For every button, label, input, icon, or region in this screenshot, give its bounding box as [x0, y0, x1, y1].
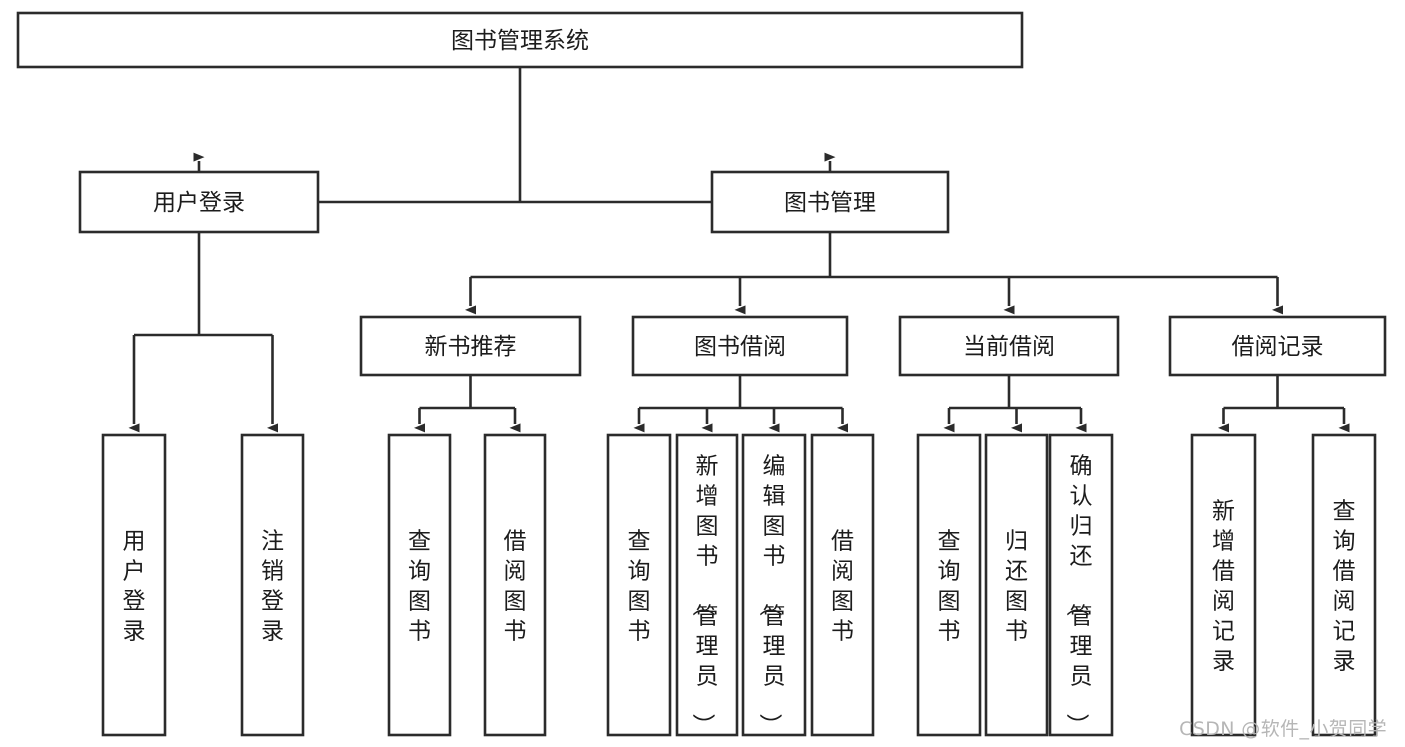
node-layer: 图书管理系统用户登录图书管理新书推荐图书借阅当前借阅借阅记录用户登录注销登录查询… [16, 11, 1387, 737]
node-box-leaf-query-borrow-record [1311, 433, 1377, 737]
node-label-leaf-user-login: 用户登录 [123, 528, 146, 644]
node-label-book-manage: 图书管理 [784, 190, 876, 216]
node-label-leaf-add-book-admin: 新增图书（管理员） [690, 453, 719, 736]
node-box-leaf-add-book-admin [675, 433, 739, 737]
node-book-borrow[interactable]: 图书借阅 [631, 315, 849, 377]
node-label-leaf-query-book-current: 查询图书 [938, 528, 961, 644]
node-leaf-query-book-rec[interactable]: 查询图书 [387, 433, 452, 737]
node-leaf-confirm-return-admin[interactable]: 确认归还（管理员） [1048, 433, 1114, 737]
node-label-leaf-return-book: 归还图书 [1005, 528, 1028, 644]
node-borrow-record[interactable]: 借阅记录 [1168, 315, 1387, 377]
node-label-leaf-query-book-borrow: 查询图书 [628, 528, 651, 644]
node-box-leaf-borrow-book [810, 433, 875, 737]
node-label-leaf-borrow-book: 借阅图书 [831, 528, 854, 644]
node-leaf-return-book[interactable]: 归还图书 [984, 433, 1049, 737]
node-box-leaf-query-book-current [916, 433, 982, 737]
node-box-leaf-query-book-borrow [606, 433, 672, 737]
node-label-leaf-add-borrow-record: 新增借阅记录 [1212, 498, 1235, 674]
node-box-root [16, 11, 1024, 69]
node-box-leaf-edit-book-admin [741, 433, 807, 737]
node-leaf-borrow-book[interactable]: 借阅图书 [810, 433, 875, 737]
node-box-book-manage [710, 170, 950, 234]
node-box-current-borrow [898, 315, 1120, 377]
node-label-leaf-confirm-return-admin: 确认归还（管理员） [1064, 453, 1093, 736]
node-box-leaf-query-book-rec [387, 433, 452, 737]
node-label-leaf-query-borrow-record: 查询借阅记录 [1333, 498, 1356, 674]
node-label-new-book-recommend: 新书推荐 [425, 334, 517, 360]
node-label-leaf-edit-book-admin: 编辑图书（管理员） [757, 453, 786, 736]
node-box-leaf-return-book [984, 433, 1049, 737]
node-book-manage[interactable]: 图书管理 [710, 170, 950, 234]
node-label-leaf-borrow-book-rec: 借阅图书 [504, 528, 527, 644]
node-label-leaf-query-book-rec: 查询图书 [408, 528, 431, 644]
node-label-current-borrow: 当前借阅 [963, 334, 1055, 360]
node-new-book-recommend[interactable]: 新书推荐 [359, 315, 582, 377]
node-box-leaf-confirm-return-admin [1048, 433, 1114, 737]
node-label-leaf-logout-login: 注销登录 [261, 528, 284, 644]
node-leaf-user-login[interactable]: 用户登录 [101, 433, 167, 737]
node-label-root: 图书管理系统 [451, 28, 589, 54]
node-leaf-query-borrow-record[interactable]: 查询借阅记录 [1311, 433, 1377, 737]
node-label-user-login: 用户登录 [153, 190, 245, 216]
node-leaf-query-book-borrow[interactable]: 查询图书 [606, 433, 672, 737]
node-box-leaf-user-login [101, 433, 167, 737]
node-current-borrow[interactable]: 当前借阅 [898, 315, 1120, 377]
node-label-book-borrow: 图书借阅 [694, 334, 786, 360]
node-leaf-query-book-current[interactable]: 查询图书 [916, 433, 982, 737]
node-leaf-logout-login[interactable]: 注销登录 [240, 433, 305, 737]
node-box-leaf-borrow-book-rec [483, 433, 547, 737]
node-leaf-borrow-book-rec[interactable]: 借阅图书 [483, 433, 547, 737]
node-box-new-book-recommend [359, 315, 582, 377]
node-box-borrow-record [1168, 315, 1387, 377]
node-leaf-add-book-admin[interactable]: 新增图书（管理员） [675, 433, 739, 737]
node-label-borrow-record: 借阅记录 [1232, 334, 1324, 360]
node-box-leaf-logout-login [240, 433, 305, 737]
node-box-user-login [78, 170, 320, 234]
node-box-book-borrow [631, 315, 849, 377]
node-root[interactable]: 图书管理系统 [16, 11, 1024, 69]
node-leaf-add-borrow-record[interactable]: 新增借阅记录 [1190, 433, 1257, 737]
node-box-leaf-add-borrow-record [1190, 433, 1257, 737]
node-user-login[interactable]: 用户登录 [78, 170, 320, 234]
node-leaf-edit-book-admin[interactable]: 编辑图书（管理员） [741, 433, 807, 737]
